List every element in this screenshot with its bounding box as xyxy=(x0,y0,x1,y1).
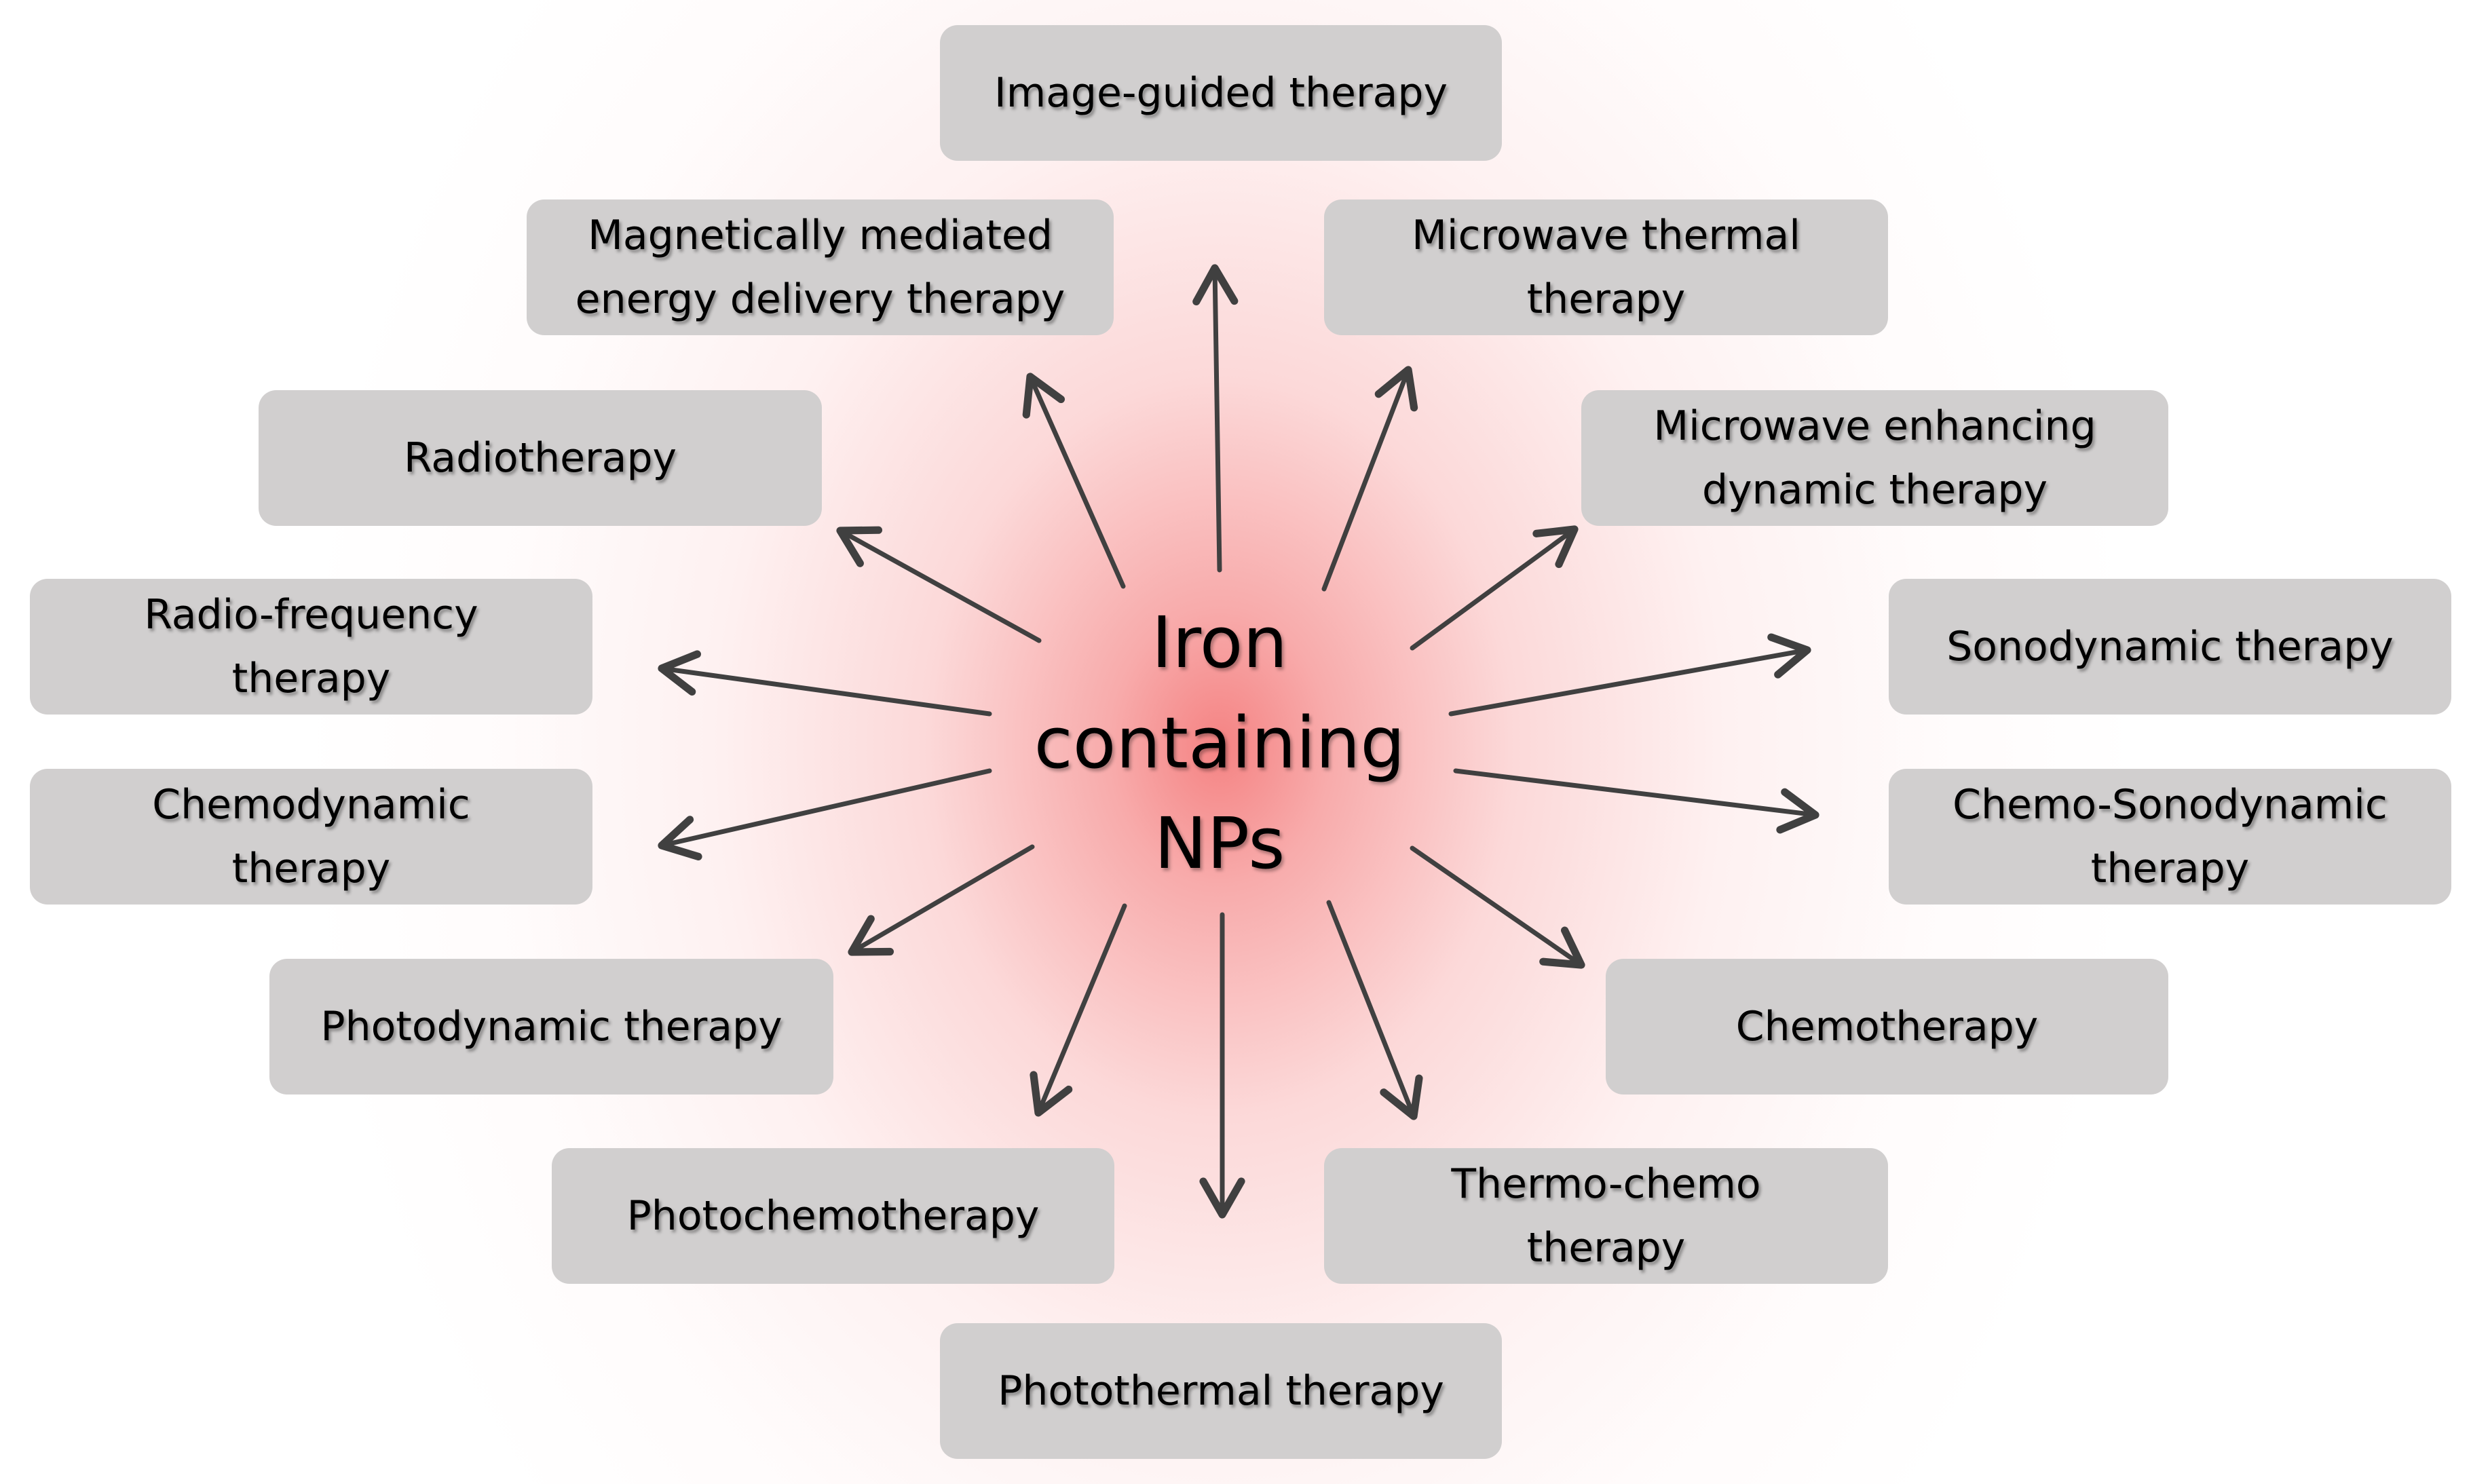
node-photothermal: Photothermal therapy xyxy=(940,1323,1502,1459)
arrow-to-thermo-chemo xyxy=(1326,900,1423,1120)
node-label: Radio-frequency therapy xyxy=(144,591,478,702)
node-chemo-sonodynamic: Chemo-Sonodynamic therapy xyxy=(1889,769,2451,905)
node-image-guided: Image-guided therapy xyxy=(940,25,1502,161)
node-chemodynamic: Chemodynamic therapy xyxy=(30,769,592,905)
node-label: Photothermal therapy xyxy=(998,1367,1444,1415)
arrow-to-photodynamic xyxy=(848,844,1035,956)
node-chemotherapy: Chemotherapy xyxy=(1606,959,2168,1095)
node-radiotherapy: Radiotherapy xyxy=(259,390,822,526)
node-label: Microwave enhancing dynamic therapy xyxy=(1653,402,2096,514)
arrow-to-sonodynamic xyxy=(1448,633,1811,717)
node-label: Chemodynamic therapy xyxy=(152,781,470,892)
arrow-to-image-guided xyxy=(1192,264,1239,573)
node-label: Sonodynamic therapy xyxy=(1946,623,2394,670)
node-thermo-chemo: Thermo-chemo therapy xyxy=(1324,1148,1888,1284)
node-label: Image-guided therapy xyxy=(994,69,1448,117)
node-radio-frequency: Radio-frequency therapy xyxy=(30,579,592,715)
node-microwave-enhancing: Microwave enhancing dynamic therapy xyxy=(1581,390,2168,526)
node-photochemotherapy: Photochemotherapy xyxy=(552,1148,1114,1284)
arrow-to-radiotherapy xyxy=(836,526,1042,643)
node-label: Photodynamic therapy xyxy=(320,1003,782,1050)
arrow-to-chemotherapy xyxy=(1410,845,1585,969)
node-sonodynamic: Sonodynamic therapy xyxy=(1889,579,2451,715)
node-label: Chemotherapy xyxy=(1735,1003,2039,1050)
arrow-to-radio-frequency xyxy=(658,650,992,717)
node-label: Magnetically mediated energy delivery th… xyxy=(575,212,1065,323)
node-label: Thermo-chemo therapy xyxy=(1451,1160,1761,1272)
node-label: Chemo-Sonodynamic therapy xyxy=(1953,781,2388,892)
arrow-to-photochemotherapy xyxy=(1030,903,1127,1117)
arrow-to-magnetically-mediated xyxy=(1022,373,1126,589)
node-label: Photochemotherapy xyxy=(626,1192,1040,1240)
arrow-to-microwave-thermal xyxy=(1321,366,1418,592)
arrow-to-microwave-enhancing xyxy=(1410,525,1579,651)
node-magnetically-mediated: Magnetically mediated energy delivery th… xyxy=(527,199,1114,335)
arrow-to-chemo-sonodynamic xyxy=(1453,768,1819,834)
center-node: Iron containing NPs xyxy=(982,590,1457,896)
center-label: Iron containing NPs xyxy=(1034,601,1406,885)
node-microwave-thermal: Microwave thermal therapy xyxy=(1324,199,1888,335)
node-label: Radiotherapy xyxy=(403,434,677,482)
arrow-to-chemodynamic xyxy=(658,768,992,861)
node-photodynamic: Photodynamic therapy xyxy=(269,959,833,1095)
node-label: Microwave thermal therapy xyxy=(1412,212,1800,323)
